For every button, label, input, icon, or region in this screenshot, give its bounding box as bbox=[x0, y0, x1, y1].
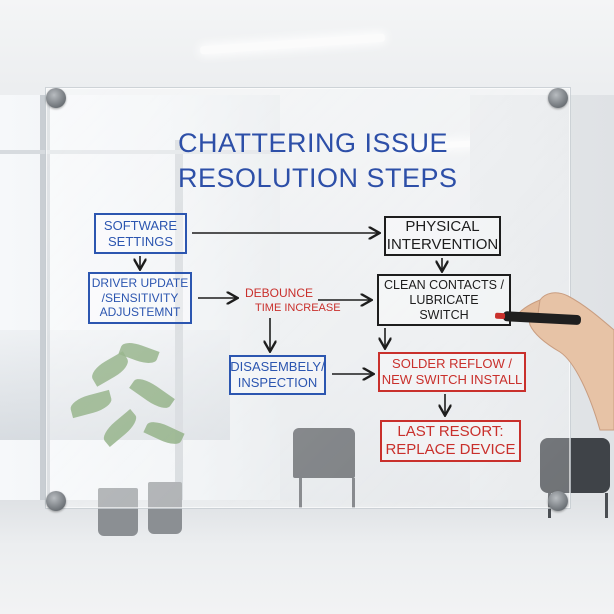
board-title-line1: CHATTERING ISSUE bbox=[178, 128, 449, 158]
lounge-chair bbox=[293, 428, 355, 508]
solder-reflow-box: SOLDER REFLOW / NEW SWITCH INSTALL bbox=[378, 352, 526, 392]
marker-pen bbox=[502, 311, 582, 325]
standoff-mount bbox=[46, 88, 66, 108]
window-mullion bbox=[0, 150, 280, 154]
glass-whiteboard bbox=[45, 87, 571, 509]
driver-update-box: DRIVER UPDATE /SENSITIVITY ADJUSTEMNT bbox=[88, 272, 192, 324]
disassembly-inspection-box: DISASEMBELY/ INSPECTION bbox=[229, 355, 326, 395]
marker-tip bbox=[495, 312, 506, 320]
last-resort-box: LAST RESORT: REPLACE DEVICE bbox=[380, 420, 521, 462]
board-title-line2: RESOLUTION STEPS bbox=[178, 163, 458, 193]
lounge-chair bbox=[540, 438, 610, 518]
standoff-mount bbox=[548, 88, 568, 108]
standoff-mount bbox=[548, 491, 568, 511]
debounce-line2: TIME INCREASE bbox=[255, 302, 341, 315]
standoff-mount bbox=[46, 491, 66, 511]
software-settings-box: SOFTWARE SETTINGS bbox=[94, 213, 187, 254]
debounce-note: DEBOUNCE TIME INCREASE bbox=[245, 285, 341, 316]
debounce-line1: DEBOUNCE bbox=[245, 286, 314, 300]
clean-contacts-box: CLEAN CONTACTS / LUBRICATE SWITCH bbox=[377, 274, 511, 326]
physical-intervention-box: PHYSICAL INTERVENTION bbox=[384, 216, 501, 256]
window-mullion bbox=[175, 140, 183, 520]
